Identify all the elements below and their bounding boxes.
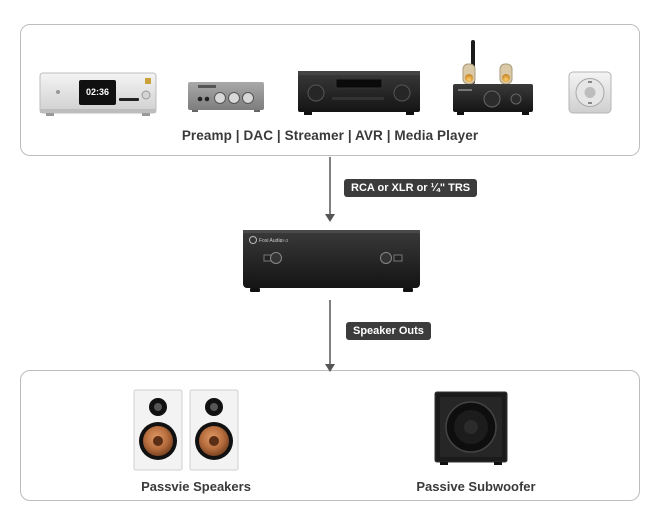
passive-speakers-icon (133, 389, 239, 471)
source-devices-label: Preamp | DAC | Streamer | AVR | Media Pl… (181, 128, 479, 143)
passive-subwoofer-label: Passive Subwoofer (416, 479, 536, 494)
passive-speakers-label: Passvie Speakers (141, 479, 251, 494)
media-player-device-icon (568, 71, 612, 114)
passive-subwoofer-icon (434, 391, 508, 465)
down-arrow-icon (325, 157, 335, 222)
amplifier-device-icon: Fosi Audio ZA3 (243, 230, 420, 292)
amplifier-brand-text: Fosi Audio (259, 238, 283, 244)
dac-device-icon (188, 82, 264, 112)
tube-preamp-device-icon (453, 40, 533, 115)
down-arrow-icon (325, 300, 335, 372)
streamer-display-time: 02:36 (86, 87, 109, 97)
streamer-device-icon: 02:36 (39, 72, 157, 116)
avr-device-icon (298, 71, 420, 115)
output-devices-panel: Passvie Speakers Passive Subwoofer (20, 370, 640, 501)
amplifier-model-text: ZA3 (280, 238, 289, 243)
input-connection-badge: RCA or XLR or ¼" TRS (344, 179, 478, 197)
output-connection-badge: Speaker Outs (346, 322, 431, 340)
